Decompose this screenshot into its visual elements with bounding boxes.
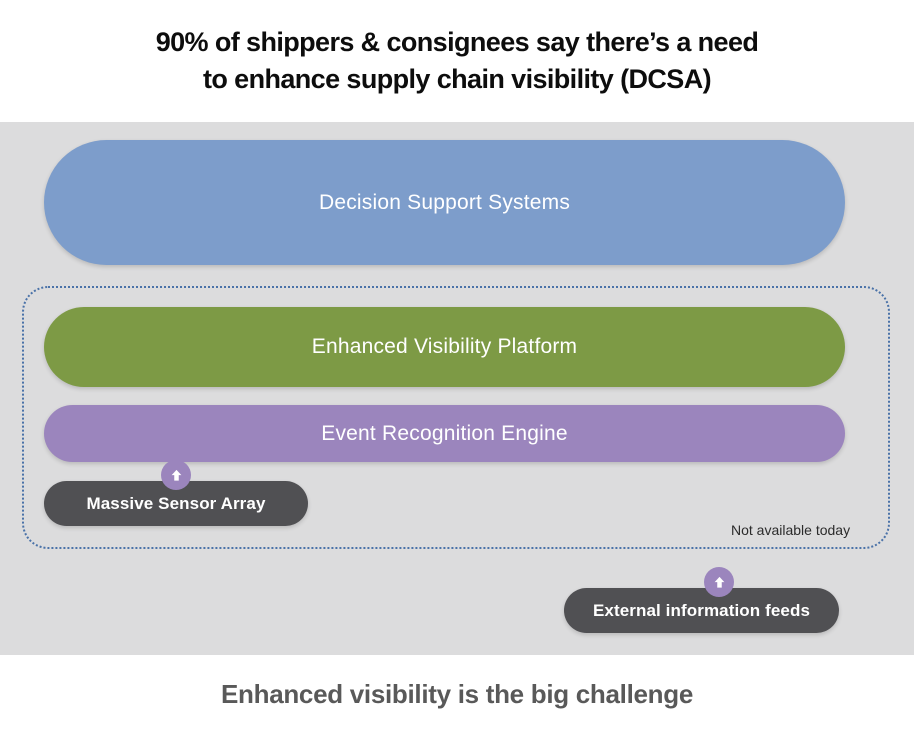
footer-band: Enhanced visibility is the big challenge (0, 655, 914, 734)
title-line-1: 90% of shippers & consignees say there’s… (155, 27, 759, 57)
input-label-external-feeds: External information feeds (592, 600, 811, 620)
title-emphasis-visibility: visibility (511, 64, 614, 94)
layer-event-recognition-engine[interactable]: Event Recognition Engine (44, 405, 845, 462)
title-line-2-prefix: to enhance supply chain (202, 64, 512, 94)
layer-enhanced-visibility-platform[interactable]: Enhanced Visibility Platform (44, 307, 845, 387)
arrow-up-icon (161, 460, 191, 490)
layer-label-decision-support: Decision Support Systems (318, 190, 571, 214)
footer-caption: Enhanced visibility is the big challenge (220, 679, 693, 709)
layer-label-enhanced-visibility: Enhanced Visibility Platform (311, 335, 578, 358)
input-label-massive-sensor-array: Massive Sensor Array (86, 493, 266, 513)
input-external-information-feeds[interactable]: External information feeds (564, 588, 839, 633)
title-band: 90% of shippers & consignees say there’s… (0, 0, 914, 122)
layer-decision-support-systems[interactable]: Decision Support Systems (44, 140, 845, 265)
diagram-panel: Not available today Decision Support Sys… (0, 122, 914, 655)
title-line-2: to enhance supply chain visibility (DCSA… (202, 61, 712, 98)
not-available-label: Not available today (731, 522, 851, 538)
not-available-boundary-box (22, 286, 890, 549)
layer-label-event-recognition: Event Recognition Engine (321, 421, 568, 445)
title-line-2-suffix: (DCSA) (613, 64, 712, 94)
arrow-up-icon (704, 567, 734, 597)
